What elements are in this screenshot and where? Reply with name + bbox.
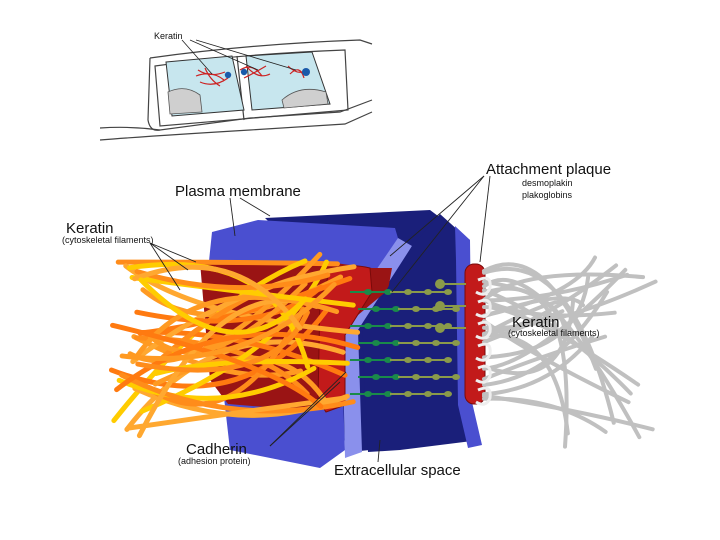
keratin-inset-pointers xyxy=(181,39,297,75)
cadherin-head xyxy=(452,306,460,312)
keratin-filament-orange xyxy=(134,268,331,291)
cell-left xyxy=(165,55,245,117)
plaque-loop xyxy=(475,320,492,340)
plaque-loop xyxy=(475,276,492,296)
label-keratin-right: Keratin xyxy=(512,314,560,331)
cadherin-head xyxy=(444,289,452,295)
label-keratin-inset: Keratin xyxy=(154,31,183,41)
keratin-filament-orange xyxy=(114,331,361,393)
keratin-filament-grey xyxy=(482,289,610,387)
cadherin-head xyxy=(364,357,372,363)
keratin-filament-grey xyxy=(482,266,616,425)
label-plasma-membrane: Plasma membrane xyxy=(175,183,301,200)
label-keratin-right-sub: (cytoskeletal filaments) xyxy=(508,328,600,338)
cadherin-head xyxy=(404,391,412,397)
cadherin-head xyxy=(364,289,372,295)
label-cadherin: Cadherin xyxy=(186,441,247,458)
cadherin-head xyxy=(392,340,400,346)
cadherin-head xyxy=(444,357,452,363)
plaque-loop xyxy=(475,386,492,406)
cadherin-head xyxy=(404,357,412,363)
keratin-filaments-left xyxy=(108,251,361,439)
label-extracellular-space: Extracellular space xyxy=(334,462,461,479)
cadherin-head xyxy=(412,340,420,346)
keratin-filament-grey xyxy=(482,267,628,371)
cadherin-head xyxy=(384,289,392,295)
keratin-filament-grey xyxy=(482,275,591,360)
plaque-loop xyxy=(475,364,492,384)
cadherin-head xyxy=(444,391,452,397)
cadherin-head xyxy=(452,340,460,346)
plakoglobin-knob xyxy=(435,301,445,311)
keratin-filament-grey xyxy=(482,299,568,337)
cadherin-head xyxy=(392,306,400,312)
cadherin-head xyxy=(392,374,400,380)
keratin-filament-orange xyxy=(129,275,356,308)
plaque-loop xyxy=(475,298,492,318)
keratin-filament-grey xyxy=(482,288,633,396)
cadherin-head xyxy=(412,306,420,312)
keratin-filament-grey xyxy=(482,396,608,434)
cadherin-molecules xyxy=(350,279,466,397)
cadherin-head xyxy=(424,289,432,295)
keratin-filament-grey xyxy=(482,298,617,318)
cadherin-head xyxy=(384,357,392,363)
keratin-filament-orange xyxy=(119,281,337,361)
cadherin-head xyxy=(452,374,460,380)
keratin-filament-grey xyxy=(482,297,576,376)
keratin-filament-orange xyxy=(110,322,324,409)
plakoglobin-knob xyxy=(435,279,445,289)
cadherin-head xyxy=(424,391,432,397)
extracellular-edge xyxy=(342,238,412,458)
keratin-filament-grey xyxy=(482,296,586,319)
cadherin-head xyxy=(404,289,412,295)
keratin-filaments-right xyxy=(475,255,658,449)
plakoglobin-knob xyxy=(435,323,445,333)
cadherin-head xyxy=(424,357,432,363)
keratin-filament-orange xyxy=(138,277,308,335)
label-keratin-left-sub: (cytoskeletal filaments) xyxy=(62,235,154,245)
cadherin-head xyxy=(372,340,380,346)
cadherin-head xyxy=(372,374,380,380)
cadherin-head xyxy=(364,391,372,397)
cadherin-head xyxy=(432,374,440,380)
cadherin-head xyxy=(424,323,432,329)
keratin-filament-grey xyxy=(482,272,646,302)
cadherin-head xyxy=(384,391,392,397)
plaque-loop xyxy=(475,342,492,362)
label-plakoglobins: plakoglobins xyxy=(522,190,573,200)
keratin-filament-orange xyxy=(132,264,303,331)
cadherin-head xyxy=(432,340,440,346)
label-attachment-plaque: Attachment plaque xyxy=(486,161,612,178)
cadherin-head xyxy=(412,374,420,380)
keratin-filament-grey xyxy=(482,304,641,387)
cadherin-head xyxy=(372,306,380,312)
label-desmoplakin: desmoplakin xyxy=(522,178,573,188)
label-keratin-left: Keratin xyxy=(66,220,114,237)
label-cadherin-sub: (adhesion protein) xyxy=(178,456,251,466)
keratin-filament-orange xyxy=(116,365,317,401)
cadherin-head xyxy=(364,323,372,329)
label-pointers xyxy=(149,175,491,463)
cadherin-head xyxy=(384,323,392,329)
cadherin-head xyxy=(404,323,412,329)
